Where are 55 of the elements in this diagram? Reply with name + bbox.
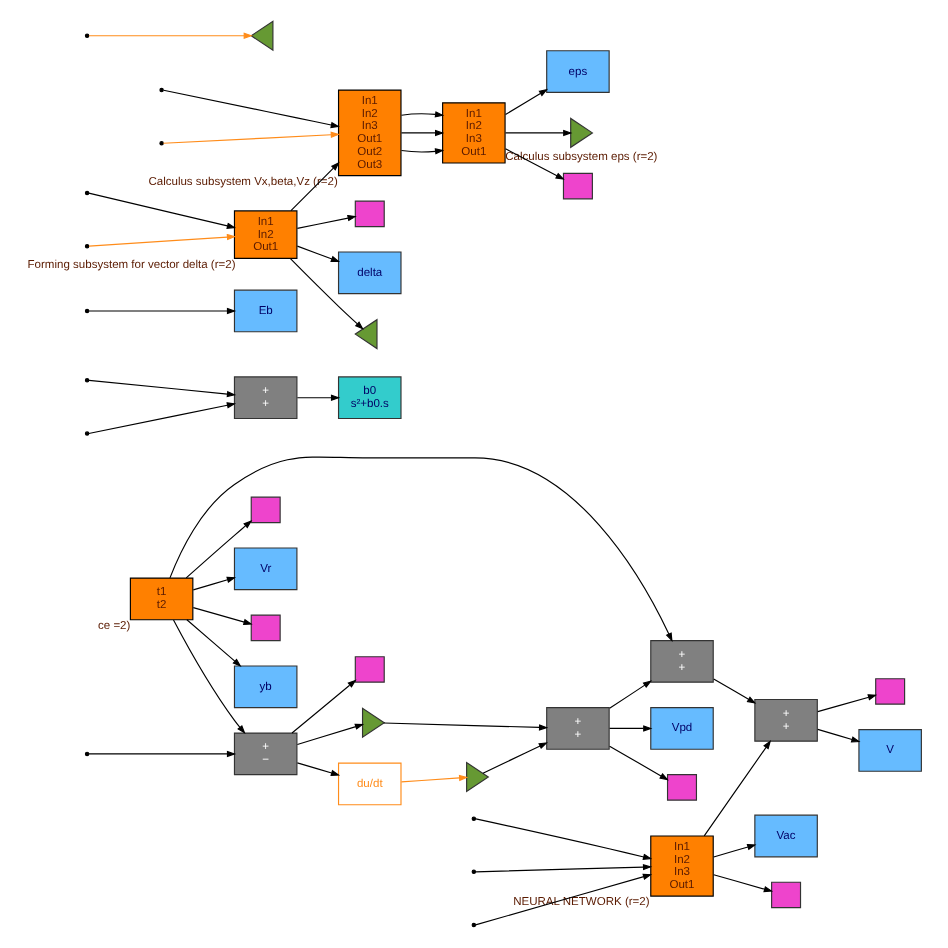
arrow [87, 750, 236, 758]
node-triangle [465, 761, 489, 793]
node-box [665, 774, 697, 801]
arrow [191, 576, 236, 591]
node-box [353, 656, 384, 683]
node-triangle [360, 707, 385, 739]
arrow [702, 740, 771, 837]
node-box [770, 881, 801, 909]
arrow [399, 148, 444, 155]
node-box [874, 678, 905, 705]
arrow [87, 32, 252, 39]
arrow [288, 257, 363, 330]
arrow [191, 607, 252, 626]
arrow [503, 129, 572, 137]
arrow [87, 307, 236, 315]
arrow [382, 722, 548, 731]
arrow [474, 873, 652, 926]
node-box [353, 200, 384, 228]
arrow [399, 129, 444, 137]
arrow [185, 619, 241, 667]
arrow [608, 725, 652, 732]
arrow [87, 192, 236, 229]
arrow [474, 863, 652, 873]
arrow [503, 88, 548, 116]
arrow [87, 233, 236, 247]
arrow [816, 694, 877, 713]
arrow [295, 394, 340, 401]
arrow [399, 774, 468, 783]
arrow [295, 214, 356, 229]
arrow [712, 843, 756, 858]
arrow [184, 520, 252, 579]
node-box [249, 614, 280, 642]
arrow [712, 678, 756, 704]
arrow [399, 111, 444, 118]
arrow [474, 818, 652, 860]
node-triangle [249, 20, 273, 52]
arrow [290, 679, 356, 734]
arrow [161, 131, 339, 144]
arrow [87, 402, 236, 435]
arrow [295, 245, 340, 263]
arrow [289, 161, 339, 212]
arrow [816, 728, 860, 743]
arrow [712, 874, 773, 893]
arrow [87, 379, 236, 398]
arrow [295, 762, 340, 777]
arrow [608, 680, 652, 709]
arrow [481, 742, 547, 774]
node-triangle [569, 117, 593, 149]
node-box [249, 496, 280, 524]
arrow [168, 456, 672, 642]
arrow [295, 723, 364, 746]
arrow [608, 745, 668, 781]
node-box [561, 172, 592, 200]
arrow [171, 619, 245, 735]
arrow [162, 89, 339, 129]
